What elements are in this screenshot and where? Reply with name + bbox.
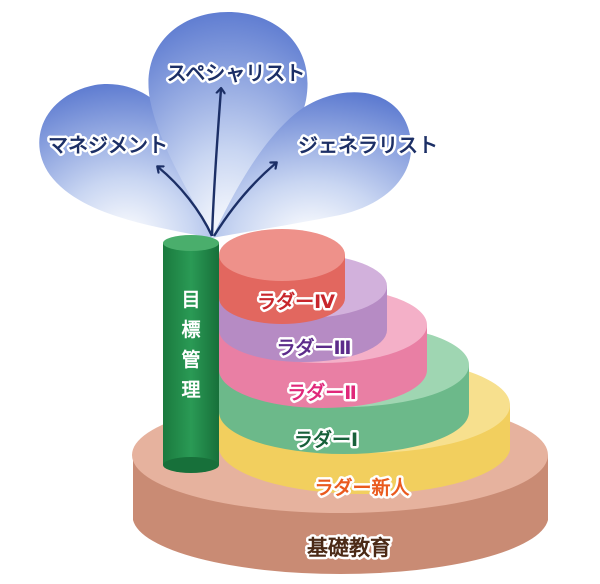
tier-label-ladder-4: ラダーⅣ (257, 290, 335, 313)
growth-arrows (158, 89, 276, 237)
petal-label-management: マネジメント (48, 133, 168, 157)
petal-specialist (148, 12, 308, 238)
pillar-label-char-3: 管 (181, 348, 200, 371)
tier-ladder-4 (219, 229, 345, 324)
tier-label-ladder-3: ラダーⅢ (277, 336, 352, 359)
tier-label-ladder-new: ラダー新人 (314, 476, 410, 499)
tier-label-base: 基礎教育 (307, 536, 391, 560)
tier-label-ladder-2: ラダーⅡ (287, 381, 357, 404)
petal-label-generalist: ジェネラリスト (298, 133, 438, 157)
pillar-goal-management (163, 235, 219, 473)
arrow-specialist-icon (210, 89, 221, 237)
petal-generalist (212, 92, 412, 238)
pillar-label-char-4: 理 (181, 379, 200, 401)
tier-label-ladder-1: ラダーⅠ (294, 428, 358, 451)
arrow-management-icon (158, 167, 214, 237)
arrow-generalist-icon (212, 163, 276, 237)
pillar-label-char-2: 標 (181, 318, 200, 341)
petal-label-specialist: スペシャリスト (167, 61, 306, 85)
pillar-label-char-1: 目 (181, 289, 200, 311)
